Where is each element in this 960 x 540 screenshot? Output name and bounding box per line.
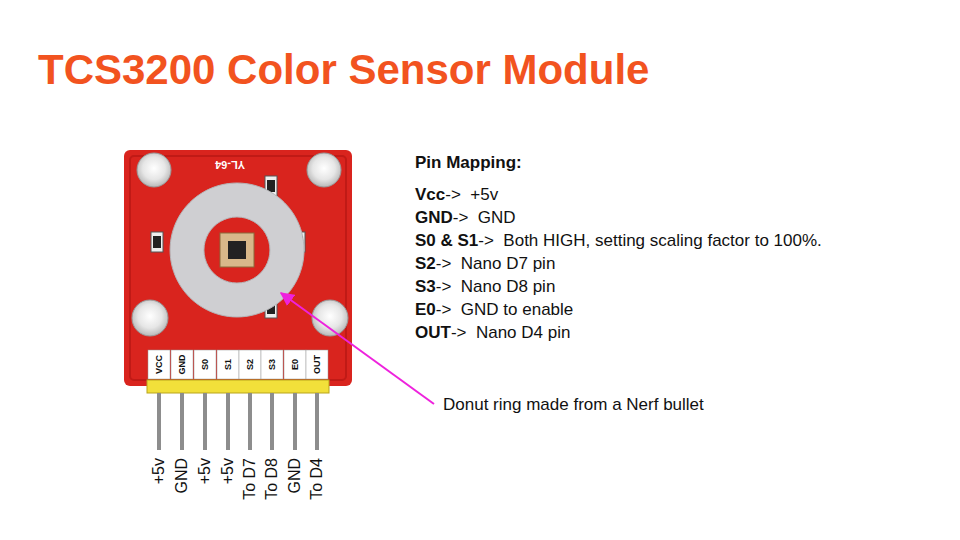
wiring-label: To D7 — [240, 458, 260, 518]
pin-mapping-note: -> Nano D4 pin — [451, 323, 571, 343]
pin-mapping-note: -> Nano D8 pin — [436, 277, 556, 297]
donut-ring — [170, 183, 304, 317]
pin-name: S2 — [415, 254, 436, 274]
wiring-label: To D8 — [262, 458, 282, 518]
pin-name: S3 — [415, 277, 436, 297]
page-title: TCS3200 Color Sensor Module — [38, 46, 649, 94]
pin-mapping-note: -> Both HIGH, setting scaling factor to … — [478, 231, 821, 251]
wiring-label: GND — [285, 458, 305, 518]
pcb-board — [124, 150, 352, 386]
pin-name: E0 — [289, 351, 301, 378]
wiring-label: GND — [172, 458, 192, 518]
pin-mapping-note: -> Nano D7 pin — [436, 254, 556, 274]
wiring-label: +5v — [195, 458, 215, 518]
pin-name: VCC — [153, 351, 165, 378]
wiring-label: +5v — [149, 458, 169, 518]
wiring-label: To D4 — [307, 458, 327, 518]
pin-name: GND — [415, 208, 453, 228]
pin-name: S3 — [266, 351, 278, 378]
section-heading: Pin Mapping: — [415, 153, 522, 173]
pin-mapping-note: -> GND to enable — [436, 300, 574, 320]
pin-name: S2 — [244, 351, 256, 378]
pin-header — [147, 380, 329, 393]
pin-name: S0 — [199, 351, 211, 378]
resistor-symbol — [151, 176, 305, 318]
pin-name: S1 — [222, 351, 234, 378]
wiring-label: +5v — [218, 458, 238, 518]
pin-mapping-note: -> GND — [453, 208, 516, 228]
led — [132, 153, 348, 336]
sensor-chip — [220, 233, 254, 267]
pin-name: OUT — [311, 351, 323, 378]
pin-mapping-note: -> +5v — [445, 185, 498, 205]
board-marking: YL-64 — [215, 159, 245, 171]
pin-name: Vcc — [415, 185, 445, 205]
pin-label-plate — [148, 350, 328, 379]
pin-name: OUT — [415, 323, 451, 343]
pcb-trace — [130, 156, 346, 380]
leader-arrow — [281, 293, 434, 404]
header-pin — [159, 393, 317, 450]
pin-name: GND — [176, 351, 188, 378]
pin-name: S0 & S1 — [415, 231, 478, 251]
callout-note: Donut ring made from a Nerf bullet — [443, 395, 704, 415]
sensor-die — [228, 241, 246, 259]
pin-name: E0 — [415, 300, 436, 320]
